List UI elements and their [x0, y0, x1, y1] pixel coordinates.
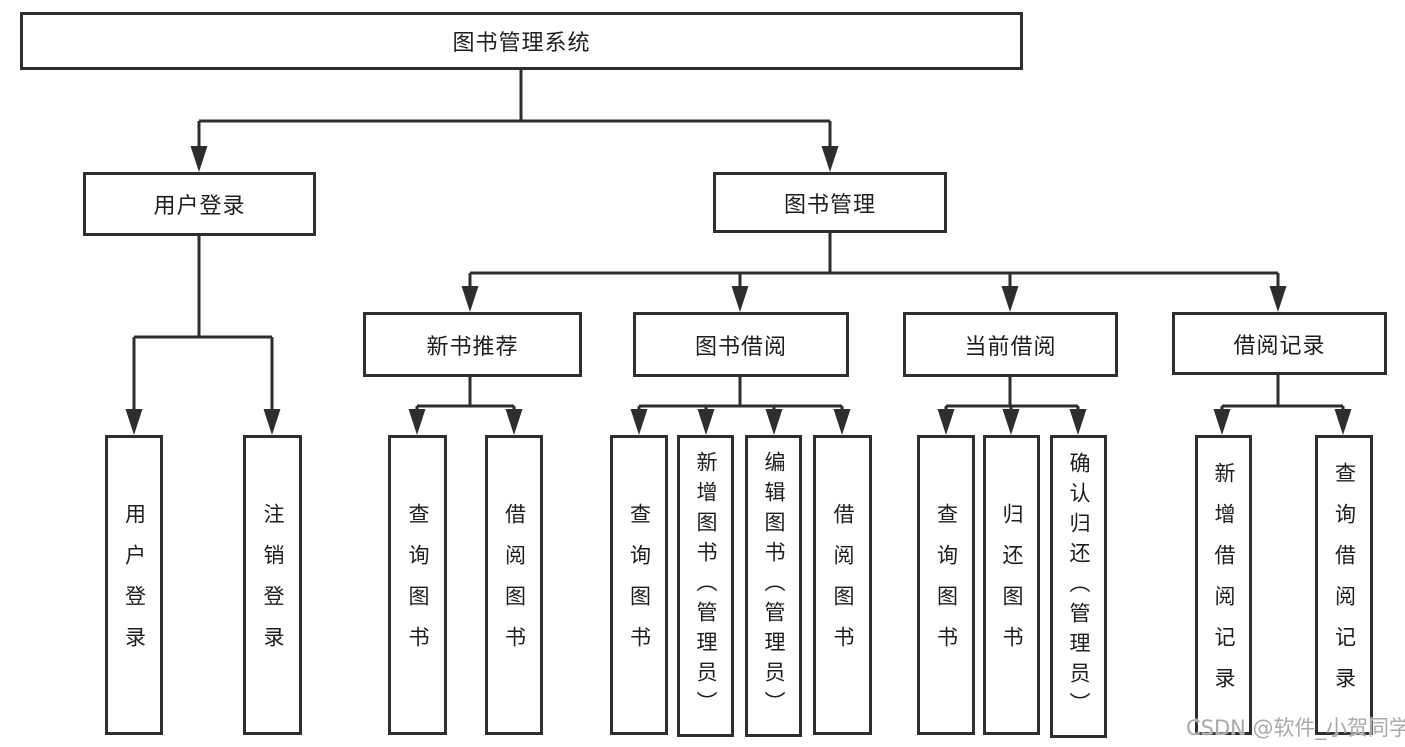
leaf-query-borrow-record: 查询借阅记录: [1315, 435, 1373, 735]
leaf-query-books-borrow-label: 查询图书: [627, 503, 652, 667]
node-root-label: 图书管理系统: [452, 31, 591, 56]
leaf-borrow-books-label: 借阅图书: [831, 503, 855, 667]
leaf-borrow-books-recommend: 借阅图书: [485, 435, 543, 735]
leaf-confirm-return-admin: 确认归还（管理员）: [1050, 435, 1107, 738]
node-book-borrow: 图书借阅: [633, 312, 849, 377]
leaf-edit-books-admin: 编辑图书（管理员）: [745, 435, 802, 737]
node-book-management-label: 图书管理: [783, 192, 876, 218]
node-new-book-recommend: 新书推荐: [363, 312, 582, 377]
node-user-login-label: 用户登录: [153, 194, 246, 219]
leaf-user-login: 用户登录: [105, 435, 163, 735]
node-user-login: 用户登录: [83, 172, 316, 236]
leaf-query-books-current-label: 查询图书: [934, 503, 959, 667]
arrowhead-icons: [125, 146, 1352, 435]
leaf-add-borrow-record: 新增借阅记录: [1195, 435, 1252, 735]
leaf-query-books-recommend: 查询图书: [388, 435, 447, 735]
leaf-query-borrow-record-label: 查询借阅记录: [1332, 462, 1357, 708]
leaf-add-books-admin-label: 新增图书（管理员）: [694, 451, 718, 721]
node-borrow-record-label: 借阅记录: [1233, 333, 1326, 359]
leaf-add-books-admin: 新增图书（管理员）: [677, 435, 734, 737]
leaf-borrow-books: 借阅图书: [813, 435, 872, 735]
leaf-query-books-borrow: 查询图书: [610, 435, 668, 735]
leaf-add-borrow-record-label: 新增借阅记录: [1212, 462, 1236, 708]
node-book-borrow-label: 图书借阅: [694, 334, 787, 360]
leaf-logout-label: 注销登录: [261, 503, 285, 667]
leaf-borrow-books-recommend-label: 借阅图书: [502, 503, 527, 667]
node-current-borrow-label: 当前借阅: [964, 334, 1057, 360]
leaf-logout: 注销登录: [243, 435, 302, 735]
csdn-watermark: CSDN @软件_小贺同学: [1186, 716, 1405, 740]
leaf-return-books-label: 归还图书: [1000, 503, 1024, 667]
leaf-query-books-recommend-label: 查询图书: [406, 503, 430, 667]
node-book-management: 图书管理: [713, 172, 947, 233]
leaf-confirm-return-admin-label: 确认归还（管理员）: [1067, 451, 1091, 722]
leaf-return-books: 归还图书: [983, 435, 1040, 735]
leaf-edit-books-admin-label: 编辑图书（管理员）: [762, 451, 786, 721]
node-borrow-record: 借阅记录: [1172, 312, 1387, 375]
leaf-query-books-current: 查询图书: [917, 435, 975, 735]
node-root-library-system: 图书管理系统: [20, 12, 1023, 70]
node-current-borrow: 当前借阅: [903, 312, 1118, 377]
node-new-book-recommend-label: 新书推荐: [426, 334, 519, 360]
leaf-user-login-label: 用户登录: [122, 503, 147, 667]
